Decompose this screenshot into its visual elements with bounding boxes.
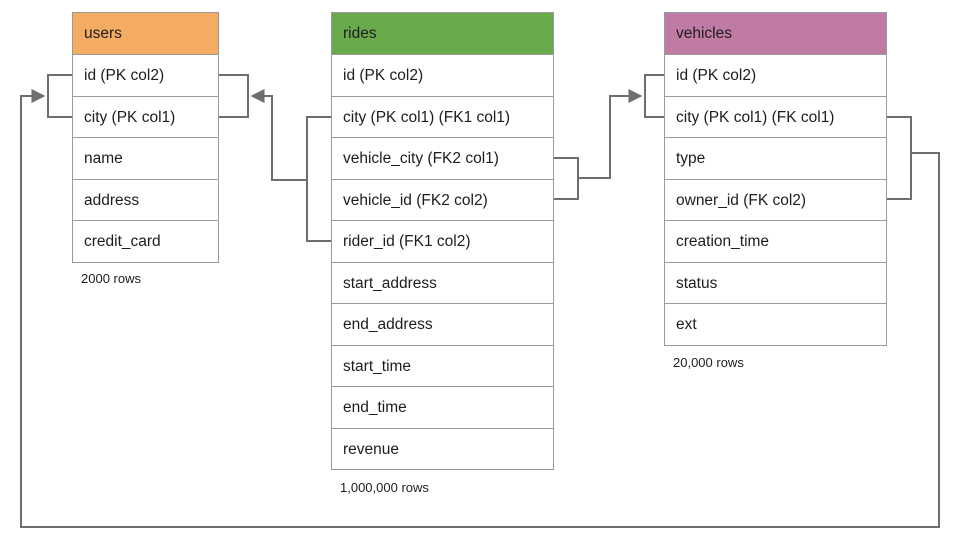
connector-vehicles-fk-to-users: [20, 89, 940, 528]
entity-users-title: users: [73, 13, 218, 55]
field-vehicles-creation-time[interactable]: creation_time: [665, 221, 886, 263]
entity-vehicles-title: vehicles: [665, 13, 886, 55]
field-vehicles-type[interactable]: type: [665, 138, 886, 180]
entity-rides-row-count: 1,000,000 rows: [340, 480, 429, 495]
entity-vehicles[interactable]: vehicles id (PK col2) city (PK col1) (FK…: [664, 12, 887, 346]
field-rides-city[interactable]: city (PK col1) (FK1 col1): [332, 96, 553, 138]
field-rides-revenue[interactable]: revenue: [332, 428, 553, 470]
connector-users-left-bracket: [47, 74, 72, 118]
field-users-city[interactable]: city (PK col1): [73, 96, 218, 138]
field-vehicles-id[interactable]: id (PK col2): [665, 55, 886, 97]
field-rides-id[interactable]: id (PK col2): [332, 55, 553, 97]
connector-vehicles-left-bracket: [644, 74, 664, 118]
connector-rides-fk2-to-vehicles: [578, 89, 643, 179]
field-rides-end-address[interactable]: end_address: [332, 304, 553, 346]
connector-rides-fk1-to-users: [250, 89, 307, 181]
field-users-address[interactable]: address: [73, 179, 218, 221]
connector-rides-fk2-bracket: [554, 157, 579, 200]
field-vehicles-ext[interactable]: ext: [665, 304, 886, 346]
field-vehicles-status[interactable]: status: [665, 262, 886, 304]
field-rides-end-time[interactable]: end_time: [332, 387, 553, 429]
entity-vehicles-row-count: 20,000 rows: [673, 355, 744, 370]
field-users-credit-card[interactable]: credit_card: [73, 221, 218, 263]
field-rides-rider-id[interactable]: rider_id (FK1 col2): [332, 221, 553, 263]
field-vehicles-city[interactable]: city (PK col1) (FK col1): [665, 96, 886, 138]
field-rides-start-address[interactable]: start_address: [332, 262, 553, 304]
entity-users-row-count: 2000 rows: [81, 271, 141, 286]
field-rides-vehicle-city[interactable]: vehicle_city (FK2 col1): [332, 138, 553, 180]
entity-rides-title: rides: [332, 13, 553, 55]
field-users-name[interactable]: name: [73, 138, 218, 180]
field-vehicles-owner-id[interactable]: owner_id (FK col2): [665, 179, 886, 221]
entity-rides[interactable]: rides id (PK col2) city (PK col1) (FK1 c…: [331, 12, 554, 470]
entity-users[interactable]: users id (PK col2) city (PK col1) name a…: [72, 12, 219, 263]
field-rides-vehicle-id[interactable]: vehicle_id (FK2 col2): [332, 179, 553, 221]
connector-vehicles-fk-bracket: [887, 116, 912, 200]
field-users-id[interactable]: id (PK col2): [73, 55, 218, 97]
connector-users-right-bracket: [219, 74, 249, 118]
connector-rides-fk1-bracket: [306, 116, 331, 242]
field-rides-start-time[interactable]: start_time: [332, 345, 553, 387]
